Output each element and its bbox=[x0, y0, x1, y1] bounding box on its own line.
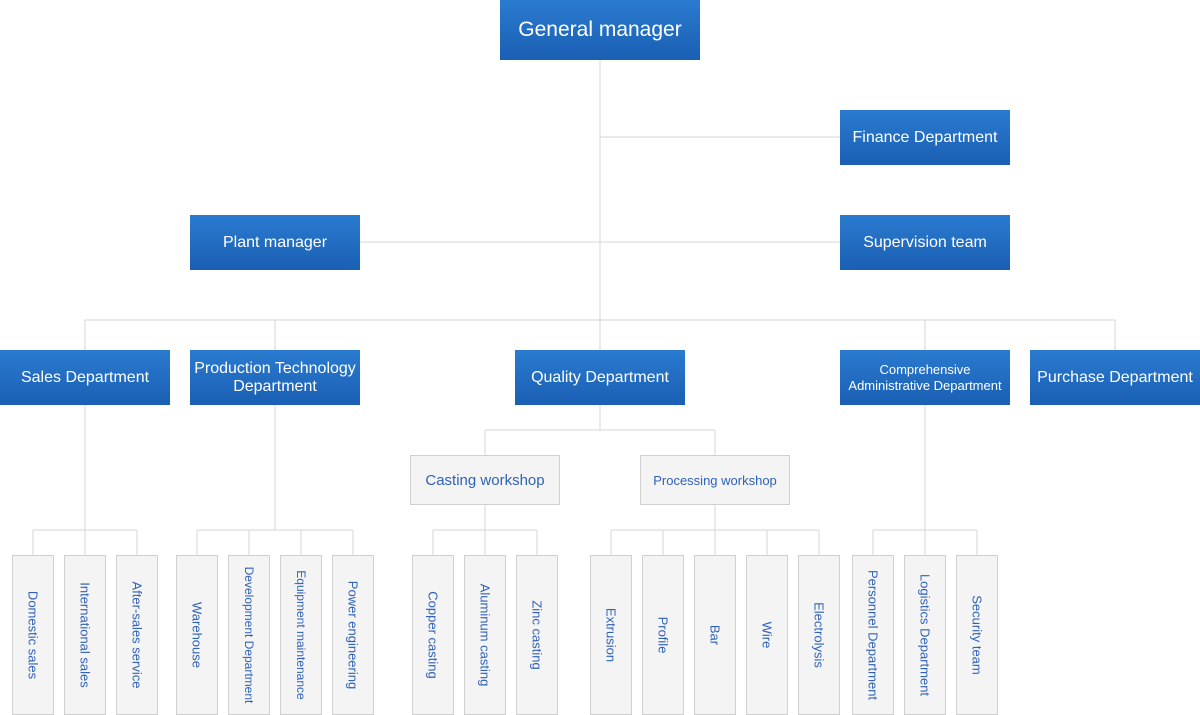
leaf-warehouse: Warehouse bbox=[176, 555, 218, 715]
finance-department-box: Finance Department bbox=[840, 110, 1010, 165]
casting-workshop-label: Casting workshop bbox=[425, 471, 545, 489]
leaf-label: Equipment maintenance bbox=[294, 570, 308, 700]
leaf-profile: Profile bbox=[642, 555, 684, 715]
casting-workshop-box: Casting workshop bbox=[410, 455, 560, 505]
production-technology-department-label: Production Technology Department bbox=[194, 359, 356, 395]
leaf-copper-casting: Copper casting bbox=[412, 555, 454, 715]
leaf-zinc-casting: Zinc casting bbox=[516, 555, 558, 715]
leaf-label: Power engineering bbox=[345, 580, 361, 690]
leaf-aluminum-casting: Aluminum casting bbox=[464, 555, 506, 715]
quality-department-label: Quality Department bbox=[531, 368, 669, 386]
leaf-label: International sales bbox=[77, 582, 93, 688]
quality-department-box: Quality Department bbox=[515, 350, 685, 405]
leaf-power-engineering: Power engineering bbox=[332, 555, 374, 715]
leaf-after-sales-service: After-sales service bbox=[116, 555, 158, 715]
plant-manager-box: Plant manager bbox=[190, 215, 360, 270]
leaf-equipment-maintenance: Equipment maintenance bbox=[280, 555, 322, 715]
purchase-department-label: Purchase Department bbox=[1037, 368, 1193, 386]
production-technology-department-box: Production Technology Department bbox=[190, 350, 360, 405]
leaf-development-department: Development Department bbox=[228, 555, 270, 715]
leaf-extrusion: Extrusion bbox=[590, 555, 632, 715]
sales-department-label: Sales Department bbox=[20, 368, 150, 386]
leaf-international-sales: International sales bbox=[64, 555, 106, 715]
leaf-label: Profile bbox=[655, 616, 671, 654]
processing-workshop-label: Processing workshop bbox=[653, 472, 777, 488]
leaf-label: After-sales service bbox=[129, 581, 145, 689]
leaf-label: Extrusion bbox=[603, 607, 619, 663]
leaf-label: Domestic sales bbox=[25, 590, 41, 680]
processing-workshop-box: Processing workshop bbox=[640, 455, 790, 505]
leaf-wire: Wire bbox=[746, 555, 788, 715]
leaf-label: Wire bbox=[759, 621, 775, 649]
leaf-label: Copper casting bbox=[425, 591, 441, 679]
sales-department-box: Sales Department bbox=[0, 350, 170, 405]
plant-manager-label: Plant manager bbox=[222, 233, 328, 251]
leaf-personnel-department: Personnel Department bbox=[852, 555, 894, 715]
purchase-department-box: Purchase Department bbox=[1030, 350, 1200, 405]
leaf-label: Development Department bbox=[242, 566, 256, 704]
finance-department-label: Finance Department bbox=[852, 128, 998, 146]
leaf-label: Personnel Department bbox=[865, 569, 881, 701]
leaf-label: Security team bbox=[969, 595, 985, 675]
leaf-label: Bar bbox=[707, 624, 723, 646]
leaf-security-team: Security team bbox=[956, 555, 998, 715]
comprehensive-administrative-department-box: Comprehensive Administrative Department bbox=[840, 350, 1010, 405]
leaf-label: Logistics Department bbox=[917, 573, 933, 697]
leaf-electrolysis: Electrolysis bbox=[798, 555, 840, 715]
general-manager-box: General manager bbox=[500, 0, 700, 60]
supervision-team-box: Supervision team bbox=[840, 215, 1010, 270]
leaf-logistics-department: Logistics Department bbox=[904, 555, 946, 715]
leaf-label: Warehouse bbox=[189, 602, 205, 668]
comprehensive-administrative-department-label: Comprehensive Administrative Department bbox=[848, 361, 1002, 393]
supervision-team-label: Supervision team bbox=[863, 233, 987, 251]
leaf-bar: Bar bbox=[694, 555, 736, 715]
leaf-domestic-sales: Domestic sales bbox=[12, 555, 54, 715]
leaf-label: Aluminum casting bbox=[477, 583, 493, 687]
leaf-label: Zinc casting bbox=[529, 600, 545, 670]
general-manager-label: General manager bbox=[518, 18, 682, 41]
leaf-label: Electrolysis bbox=[811, 602, 827, 668]
